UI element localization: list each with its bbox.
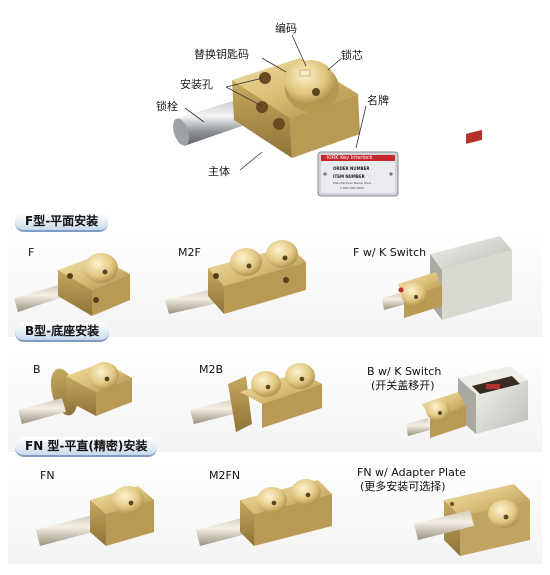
- label-mount-hole: 安装孔: [180, 78, 213, 91]
- cylinder-shape: [285, 60, 339, 112]
- product-m2f-shape: [165, 240, 306, 314]
- product-b-shape: [18, 362, 132, 424]
- caption-fn-adapter-plate: FN w/ Adapter Plate: [357, 466, 466, 479]
- label-body: 主体: [208, 165, 230, 178]
- caption-f-k-switch: F w/ K Switch: [353, 246, 427, 259]
- section-title-fn: FN 型-平直(精密)安装: [15, 437, 158, 457]
- caption-m2fn: M2FN: [209, 469, 241, 482]
- label-lock-core: 锁芯: [341, 49, 363, 62]
- product-f-k-switch-shape: [382, 129, 512, 320]
- product-f-shape: [14, 253, 130, 316]
- nameplate-line2: ITEM NUMBER: [333, 174, 365, 179]
- label-replace-key-code: 替换钥匙码: [194, 48, 249, 61]
- product-m2b-shape: [190, 363, 322, 432]
- caption-fn: FN: [40, 469, 55, 482]
- subcaption-fn-adapter-plate: (更多安装可选择): [360, 480, 446, 493]
- nameplate-line1: ORDER NUMBER: [333, 166, 370, 171]
- section-title-f: F型-平面安装: [15, 212, 109, 232]
- label-code: 编码: [275, 22, 297, 35]
- caption-m2f: M2F: [178, 246, 201, 259]
- nameplate-title: KIRK Key Interlock: [327, 155, 373, 161]
- bolt-shape: [173, 100, 242, 146]
- label-bolt: 锁栓: [156, 100, 178, 113]
- lock-diagram: [173, 34, 399, 197]
- caption-f: F: [28, 246, 35, 259]
- subcaption-b-k-switch: (开关盖移开): [371, 379, 435, 392]
- product-b-k-switch-shape: [406, 366, 528, 438]
- product-fn-shape: [36, 486, 154, 546]
- nameplate-line4: 1-800-000-0000: [340, 186, 365, 190]
- caption-b: B: [33, 363, 41, 376]
- nameplate-line3: Manufacturer Name Here: [333, 181, 371, 185]
- product-m2fn-shape: [196, 479, 332, 546]
- leader-lines: [184, 34, 367, 171]
- label-nameplate: 名牌: [367, 94, 389, 107]
- caption-m2b: M2B: [199, 363, 224, 376]
- product-fn-adapter-plate-shape: [414, 484, 530, 556]
- caption-b-k-switch: B w/ K Switch: [367, 365, 442, 378]
- section-title-b: B型-底座安装: [15, 322, 110, 342]
- nameplate-shape: [317, 151, 399, 197]
